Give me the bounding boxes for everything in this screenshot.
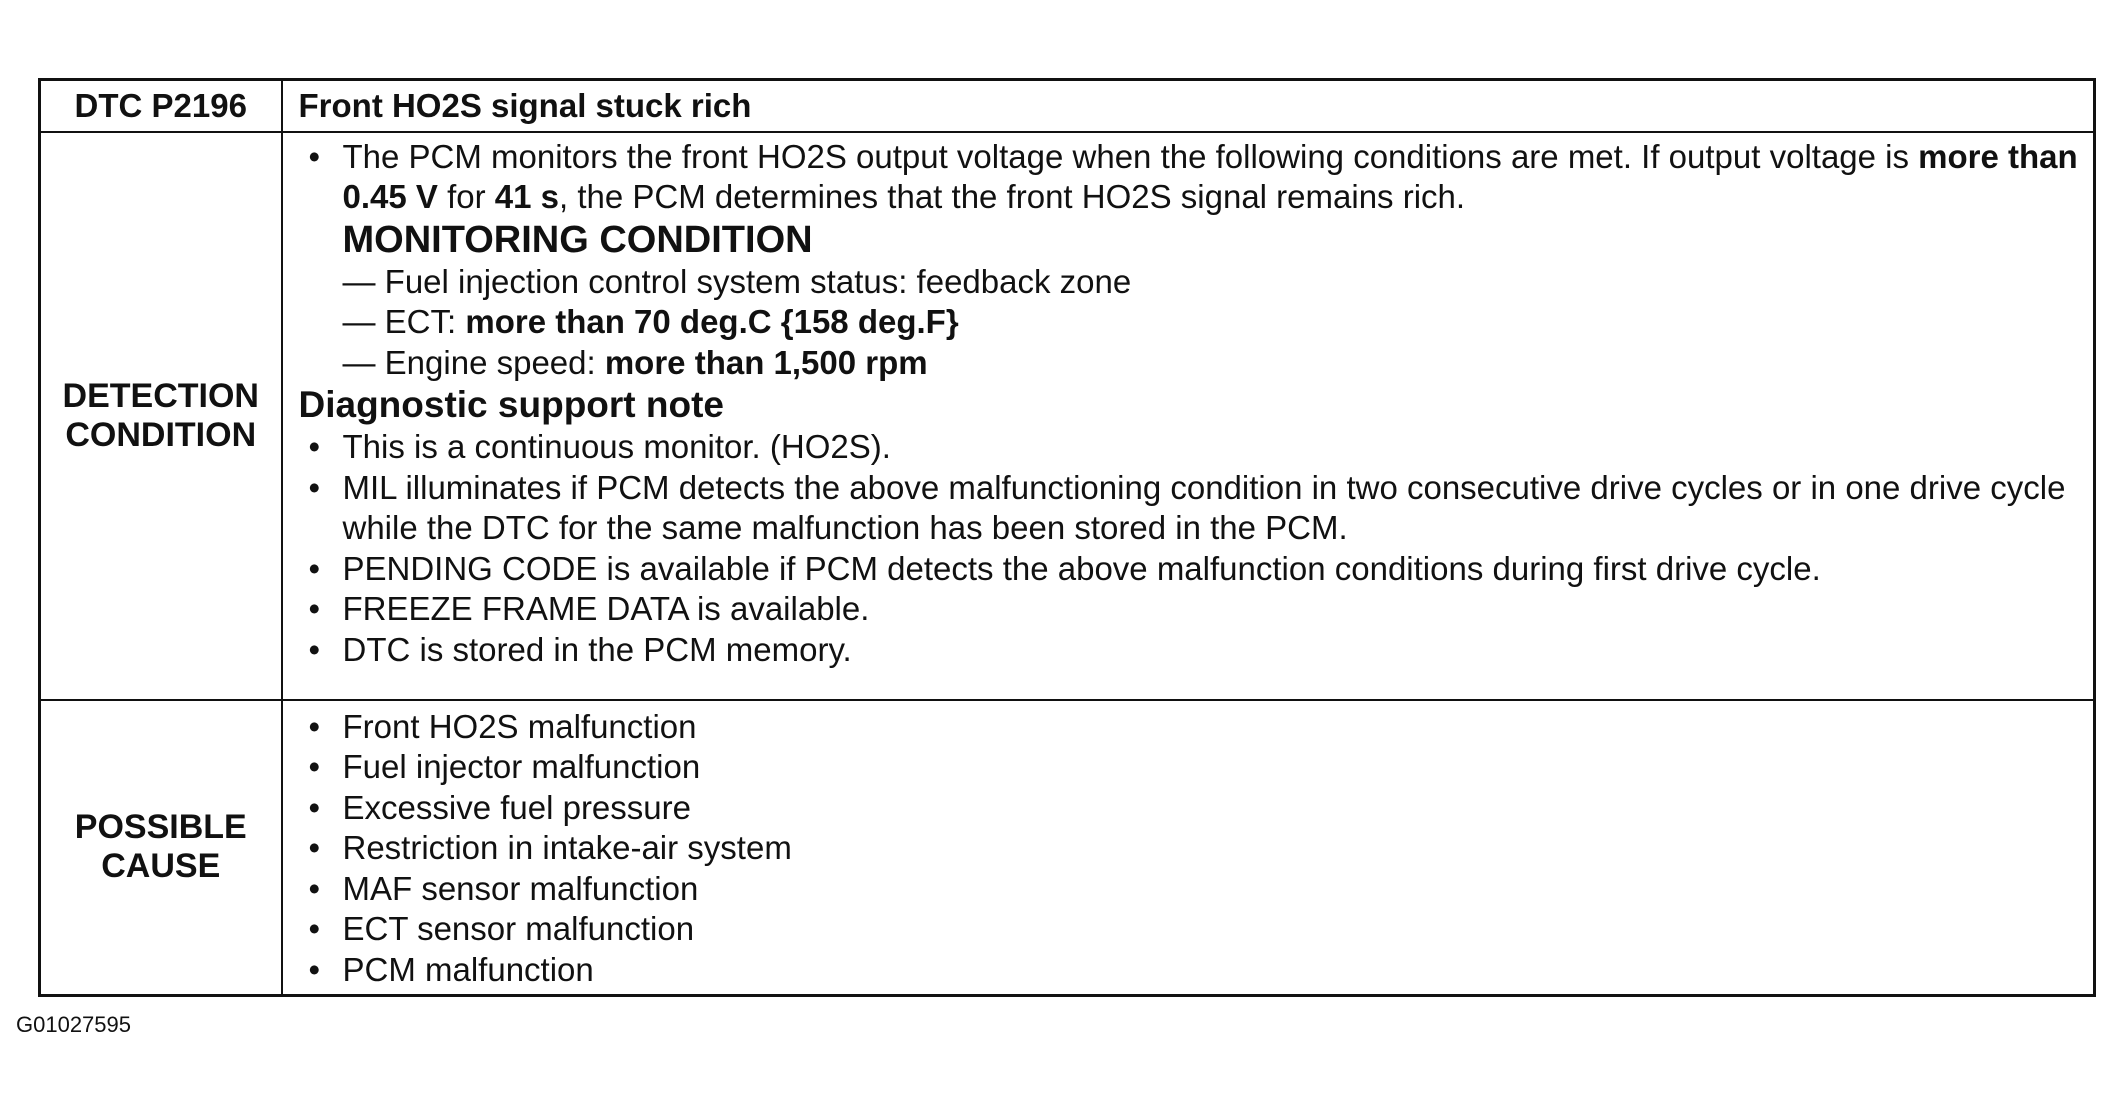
possible-cause-content: Front HO2S malfunction Fuel injector mal…	[280, 698, 2096, 997]
intro-bold-1: more than 0.45 V	[342, 137, 2078, 216]
note-item: FREEZE FRAME DATA is available.	[299, 589, 2080, 630]
figure-code: G01027595	[16, 1012, 131, 1037]
intro-bold-2: 41 s	[494, 178, 560, 215]
detection-label: DETECTION CONDITION	[38, 130, 283, 701]
condition-item: — ECT: more than 70 deg.C {158 deg.F}	[299, 302, 2080, 343]
condition-text: — ECT:	[342, 303, 466, 340]
note-item: This is a continuous monitor. (HO2S).	[299, 427, 2080, 468]
cause-item: PCM malfunction	[299, 950, 2080, 991]
intro-text-3: , the PCM determines that the front HO2S…	[559, 178, 1466, 215]
condition-text: — Fuel injection control system status: …	[342, 262, 1132, 300]
cause-label-line2: CAUSE	[101, 847, 221, 886]
detection-intro: The PCM monitors the front HO2S output v…	[299, 137, 2080, 218]
cause-item: ECT sensor malfunction	[299, 909, 2080, 950]
detection-content: The PCM monitors the front HO2S output v…	[280, 130, 2096, 701]
cause-item: MAF sensor malfunction	[299, 869, 2080, 910]
possible-cause-row: POSSIBLE CAUSE Front HO2S malfunction Fu…	[38, 698, 2096, 997]
condition-item: — Engine speed: more than 1,500 rpm	[299, 343, 2080, 384]
detection-row: DETECTION CONDITION The PCM monitors the…	[38, 130, 2096, 701]
detection-label-line1: DETECTION	[62, 376, 259, 415]
note-item: MIL illuminates if PCM detects the above…	[299, 468, 2080, 549]
cause-label-line1: POSSIBLE	[74, 808, 247, 847]
intro-text-1: The PCM monitors the front HO2S output v…	[342, 137, 1919, 175]
note-item: DTC is stored in the PCM memory.	[299, 630, 2080, 671]
cause-item: Restriction in intake-air system	[299, 828, 2080, 869]
title-row: DTC P2196 Front HO2S signal stuck rich	[38, 78, 2096, 133]
intro-text-2: for	[437, 178, 495, 215]
cause-item: Fuel injector malfunction	[299, 747, 2080, 788]
dtc-table: DTC P2196 Front HO2S signal stuck rich D…	[38, 78, 2096, 997]
monitoring-condition-heading: MONITORING CONDITION	[342, 218, 813, 261]
possible-cause-label: POSSIBLE CAUSE	[38, 698, 283, 997]
condition-item: — Fuel injection control system status: …	[299, 262, 2080, 303]
diagnostic-support-heading: Diagnostic support note	[298, 384, 725, 425]
condition-value: more than 70 deg.C {158 deg.F}	[465, 303, 959, 340]
cause-item: Front HO2S malfunction	[299, 707, 2080, 748]
condition-text: — Engine speed:	[342, 343, 605, 381]
detection-label-line2: CONDITION	[65, 415, 257, 454]
dtc-title-cell: Front HO2S signal stuck rich	[280, 78, 2096, 133]
note-item: PENDING CODE is available if PCM detects…	[299, 549, 2080, 590]
cause-item: Excessive fuel pressure	[299, 788, 2080, 829]
dtc-code-cell: DTC P2196	[38, 78, 283, 133]
condition-value: more than 1,500 rpm	[604, 343, 928, 381]
